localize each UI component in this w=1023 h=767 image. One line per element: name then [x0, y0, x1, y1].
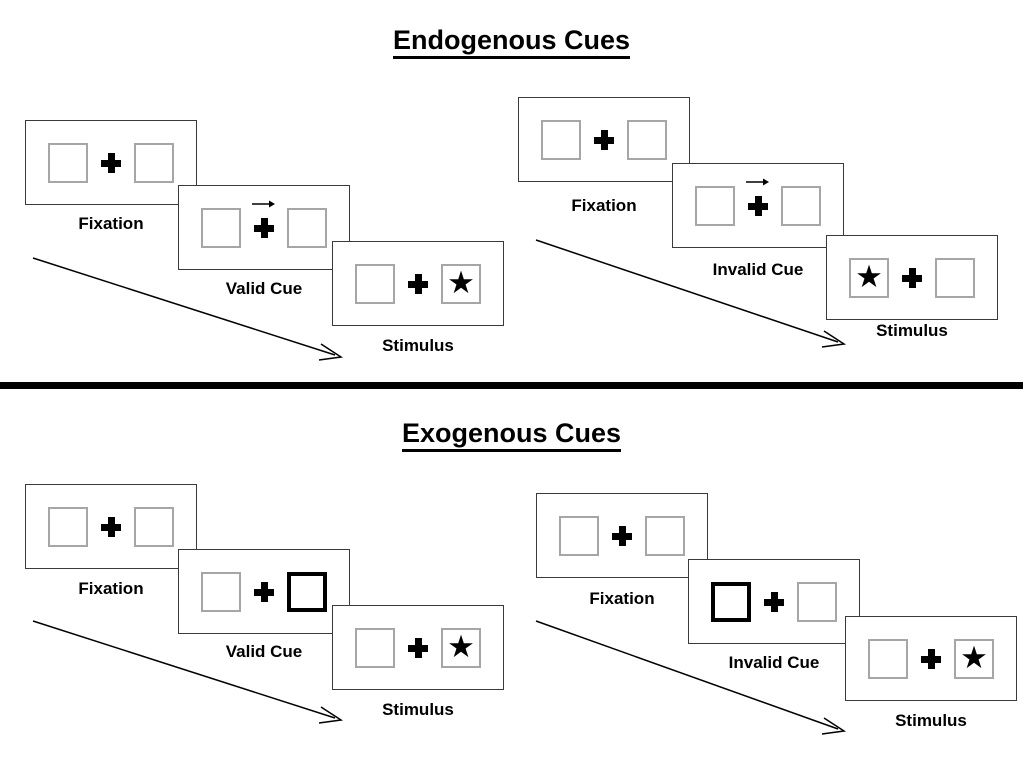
fixation-plus-icon: [254, 217, 274, 238]
fixation-plus-icon: [764, 591, 784, 612]
caption-exo-invalid-stimulus: Stimulus: [895, 711, 967, 730]
frame-endo-invalid-stimulus: ★: [826, 235, 998, 320]
star-icon: ★: [447, 629, 475, 664]
caption-exo-valid-fixation: Fixation: [78, 579, 144, 598]
frame-exo-invalid-fixation: [536, 493, 708, 578]
caption-endo-invalid-cue: Invalid Cue: [712, 260, 804, 279]
frame-endo-valid-fixation: [25, 120, 197, 205]
frame-exo-invalid-cue: [688, 559, 860, 644]
target-box-right: ★: [441, 263, 481, 304]
fixation-plus-wrap: [88, 152, 134, 173]
fixation-plus-wrap: [581, 129, 627, 150]
frame-exo-valid-cue: [178, 549, 350, 634]
fixation-plus-wrap: [241, 200, 287, 238]
placeholder-box-left: [201, 207, 241, 248]
placeholder-box-left: [48, 506, 88, 547]
fixation-plus-icon: [101, 516, 121, 537]
fixation-plus-wrap: [889, 267, 935, 288]
fixation-plus-icon: [254, 581, 274, 602]
placeholder-box-right: [781, 185, 821, 226]
caption-endo-valid-cue: Valid Cue: [225, 279, 303, 298]
fixation-plus-icon: [408, 273, 428, 294]
display-endo-invalid-cue: [695, 178, 821, 226]
section-title-exogenous: Exogenous Cues: [0, 418, 1023, 452]
caption-endo-invalid-stimulus: Stimulus: [876, 321, 948, 340]
display-endo-invalid-fixation: [541, 119, 667, 160]
target-box-right: ★: [441, 627, 481, 668]
star-icon: ★: [960, 640, 988, 675]
display-exo-invalid-cue: [711, 581, 837, 622]
fixation-plus-icon: [748, 195, 768, 216]
display-exo-valid-fixation: [48, 506, 174, 547]
caption-endo-valid-fixation: Fixation: [78, 214, 144, 233]
section-title-exogenous-text: Exogenous Cues: [401, 418, 622, 452]
flow-arrow-endogenous-invalid: [535, 239, 847, 348]
cued-box-right: [287, 571, 327, 612]
section-divider: [0, 382, 1023, 389]
placeholder-box-left: [355, 627, 395, 668]
display-exo-valid-cue: [201, 571, 327, 612]
placeholder-box-left: [559, 515, 599, 556]
placeholder-box-right: [287, 207, 327, 248]
target-box-right: ★: [954, 638, 994, 679]
star-icon: ★: [447, 265, 475, 300]
fixation-plus-icon: [921, 648, 941, 669]
caption-exo-valid-stimulus: Stimulus: [382, 700, 454, 719]
display-endo-valid-cue: [201, 200, 327, 248]
caption-exo-invalid-fixation: Fixation: [589, 589, 655, 608]
caption-exo-valid-cue: Valid Cue: [225, 642, 303, 661]
display-exo-invalid-fixation: [559, 515, 685, 556]
placeholder-box-right: [935, 257, 975, 298]
display-endo-valid-fixation: [48, 142, 174, 183]
placeholder-box-left: [201, 571, 241, 612]
caption-endo-valid-stimulus: Stimulus: [382, 336, 454, 355]
frame-endo-valid-cue: [178, 185, 350, 270]
fixation-plus-icon: [101, 152, 121, 173]
cue-arrow-right-icon: [746, 178, 769, 185]
placeholder-box-left: [868, 638, 908, 679]
fixation-plus-wrap: [735, 178, 781, 216]
frame-endo-invalid-fixation: [518, 97, 690, 182]
caption-exo-invalid-cue: Invalid Cue: [728, 653, 820, 672]
frame-exo-valid-fixation: [25, 484, 197, 569]
placeholder-box-left: [541, 119, 581, 160]
cue-arrow-right-icon: [252, 200, 275, 207]
section-title-endogenous-text: Endogenous Cues: [392, 25, 630, 59]
placeholder-box-right: [134, 506, 174, 547]
section-title-endogenous: Endogenous Cues: [0, 25, 1023, 59]
fixation-plus-wrap: [395, 637, 441, 658]
placeholder-box-right: [645, 515, 685, 556]
star-icon: ★: [855, 259, 883, 294]
fixation-plus-wrap: [751, 591, 797, 612]
placeholder-box-left: [355, 263, 395, 304]
fixation-plus-icon: [902, 267, 922, 288]
cued-box-left: [711, 581, 751, 622]
frame-endo-invalid-cue: [672, 163, 844, 248]
fixation-plus-icon: [594, 129, 614, 150]
placeholder-box-left: [695, 185, 735, 226]
frame-exo-invalid-stimulus: ★: [845, 616, 1017, 701]
placeholder-box-right: [627, 119, 667, 160]
fixation-plus-wrap: [395, 273, 441, 294]
placeholder-box-right: [797, 581, 837, 622]
frame-exo-valid-stimulus: ★: [332, 605, 504, 690]
placeholder-box-left: [48, 142, 88, 183]
display-exo-valid-stimulus: ★: [355, 627, 481, 668]
target-box-left: ★: [849, 257, 889, 298]
display-endo-invalid-stimulus: ★: [849, 257, 975, 298]
frame-endo-valid-stimulus: ★: [332, 241, 504, 326]
fixation-plus-wrap: [599, 525, 645, 546]
fixation-plus-wrap: [241, 581, 287, 602]
placeholder-box-right: [134, 142, 174, 183]
display-exo-invalid-stimulus: ★: [868, 638, 994, 679]
fixation-plus-wrap: [88, 516, 134, 537]
display-endo-valid-stimulus: ★: [355, 263, 481, 304]
fixation-plus-icon: [612, 525, 632, 546]
fixation-plus-wrap: [908, 648, 954, 669]
caption-endo-invalid-fixation: Fixation: [571, 196, 637, 215]
fixation-plus-icon: [408, 637, 428, 658]
